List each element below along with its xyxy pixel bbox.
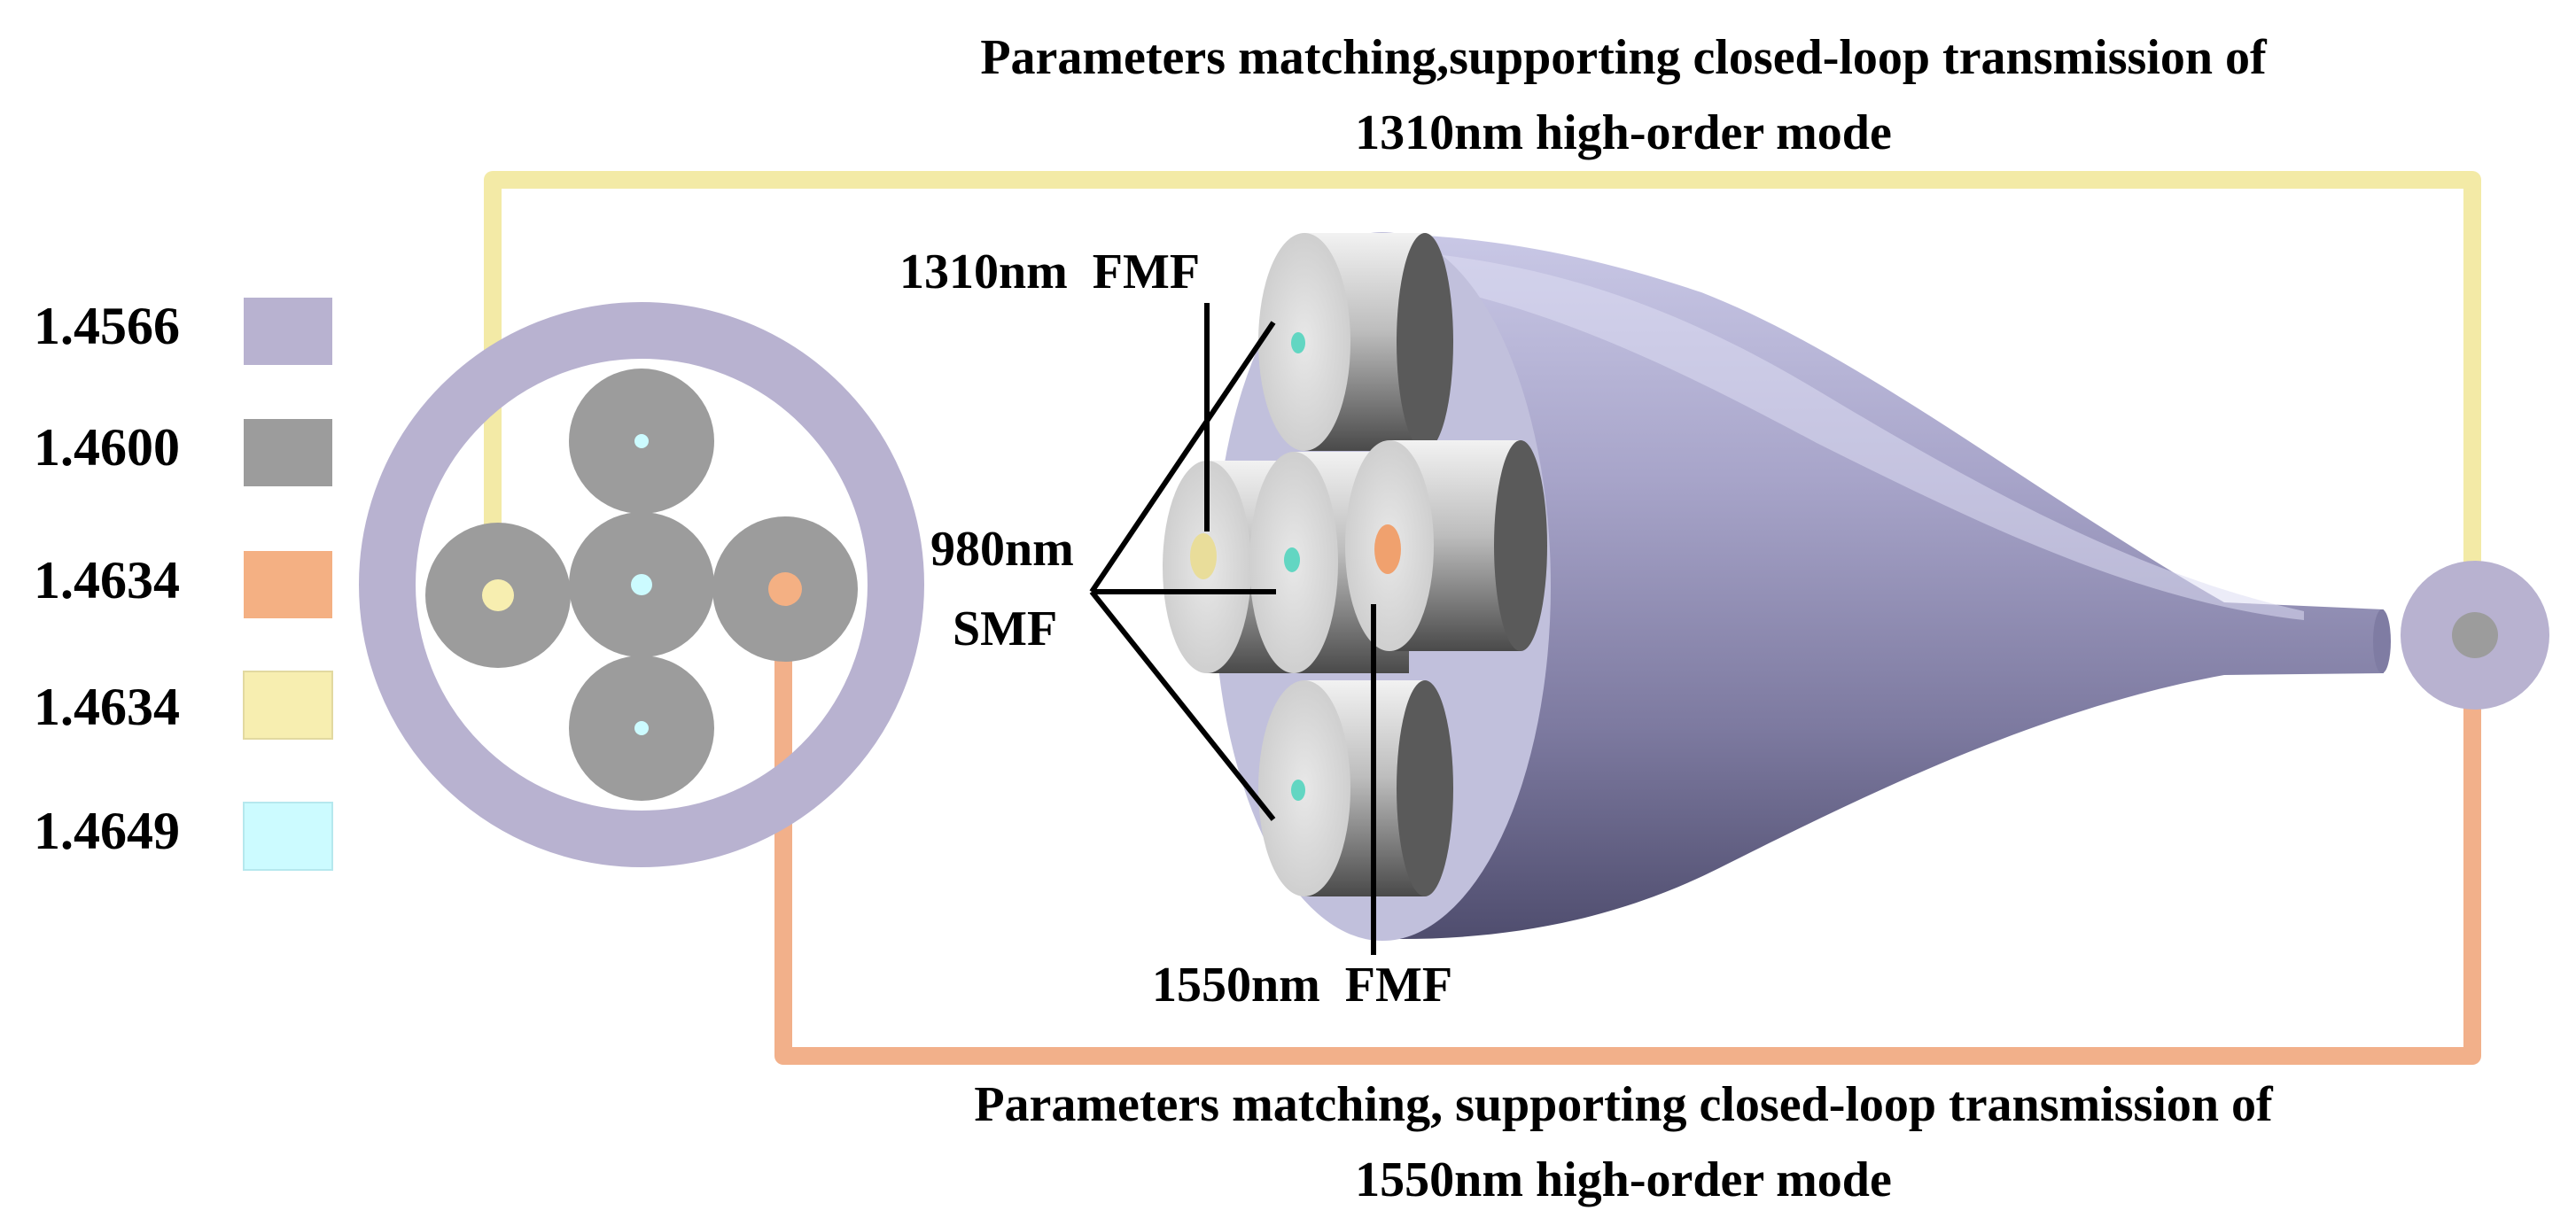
fmf-1550-core bbox=[768, 572, 802, 606]
taper-output-end bbox=[2373, 609, 2391, 673]
legend-swatch-1 bbox=[244, 419, 332, 486]
caption-bottom-line1: Parameters matching, supporting closed-l… bbox=[974, 1077, 2274, 1132]
caption-top-line1: Parameters matching,supporting closed-lo… bbox=[980, 30, 2268, 85]
leader-980-smf bbox=[1089, 321, 1276, 821]
legend-swatch-0 bbox=[244, 298, 332, 365]
legend-value-4: 1.4649 bbox=[34, 802, 180, 860]
refractive-index-legend: 1.4566 1.4600 1.4634 1.4634 1.4649 bbox=[34, 297, 333, 871]
output-core bbox=[2452, 612, 2498, 658]
photonic-lantern-3d bbox=[1163, 232, 2391, 941]
caption-bottom-line2: 1550nm high-order mode bbox=[1355, 1152, 1892, 1207]
top-fiber-core bbox=[634, 434, 649, 448]
legend-swatch-2 bbox=[244, 551, 332, 618]
legend-swatch-3 bbox=[243, 671, 333, 740]
legend-value-2: 1.4634 bbox=[34, 551, 180, 609]
legend-value-3: 1.4634 bbox=[34, 678, 180, 736]
legend-value-1: 1.4600 bbox=[34, 418, 180, 477]
loop-1550-line bbox=[774, 620, 2481, 1065]
cross-section bbox=[359, 302, 924, 867]
top-fiber-3d bbox=[1258, 233, 1453, 451]
legend-swatch-4 bbox=[243, 802, 333, 871]
label-1310nm-fmf: 1310nm FMF bbox=[899, 244, 1200, 299]
label-1550nm-fmf: 1550nm FMF bbox=[1152, 958, 1452, 1013]
cladding-ring bbox=[359, 302, 924, 867]
label-980nm: 980nm bbox=[930, 522, 1074, 577]
taper-body bbox=[1276, 233, 2384, 939]
bottom-fiber-3d bbox=[1258, 680, 1453, 896]
label-smf: SMF bbox=[953, 601, 1057, 656]
bottom-fiber-core bbox=[634, 721, 649, 735]
right-fiber-3d bbox=[1345, 440, 1547, 651]
output-fiber-cross-section bbox=[2401, 561, 2549, 710]
caption-top-line2: 1310nm high-order mode bbox=[1355, 105, 1892, 160]
fmf-1310-core bbox=[482, 579, 514, 611]
center-fiber-core bbox=[631, 574, 652, 595]
legend-value-0: 1.4566 bbox=[34, 297, 180, 355]
taper-highlight bbox=[1418, 252, 2304, 620]
